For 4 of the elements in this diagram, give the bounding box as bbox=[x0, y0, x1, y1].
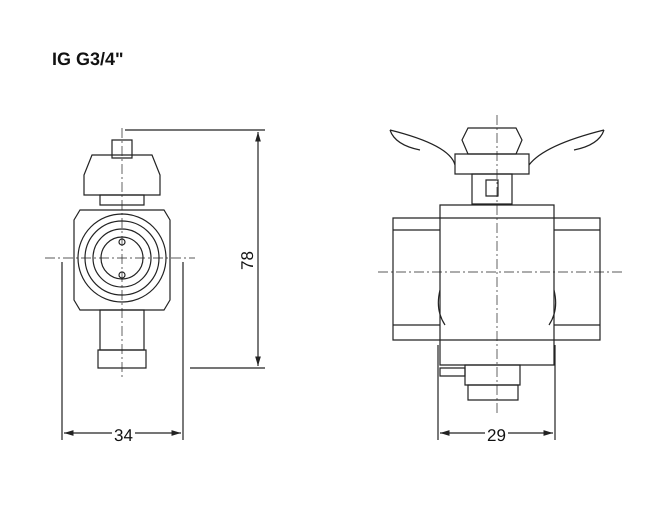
drawing-title: IG G3/4" bbox=[52, 50, 124, 68]
dimension-value: 34 bbox=[112, 427, 135, 444]
dimension-value: 29 bbox=[485, 427, 508, 444]
dimension-value: 78 bbox=[238, 251, 256, 270]
